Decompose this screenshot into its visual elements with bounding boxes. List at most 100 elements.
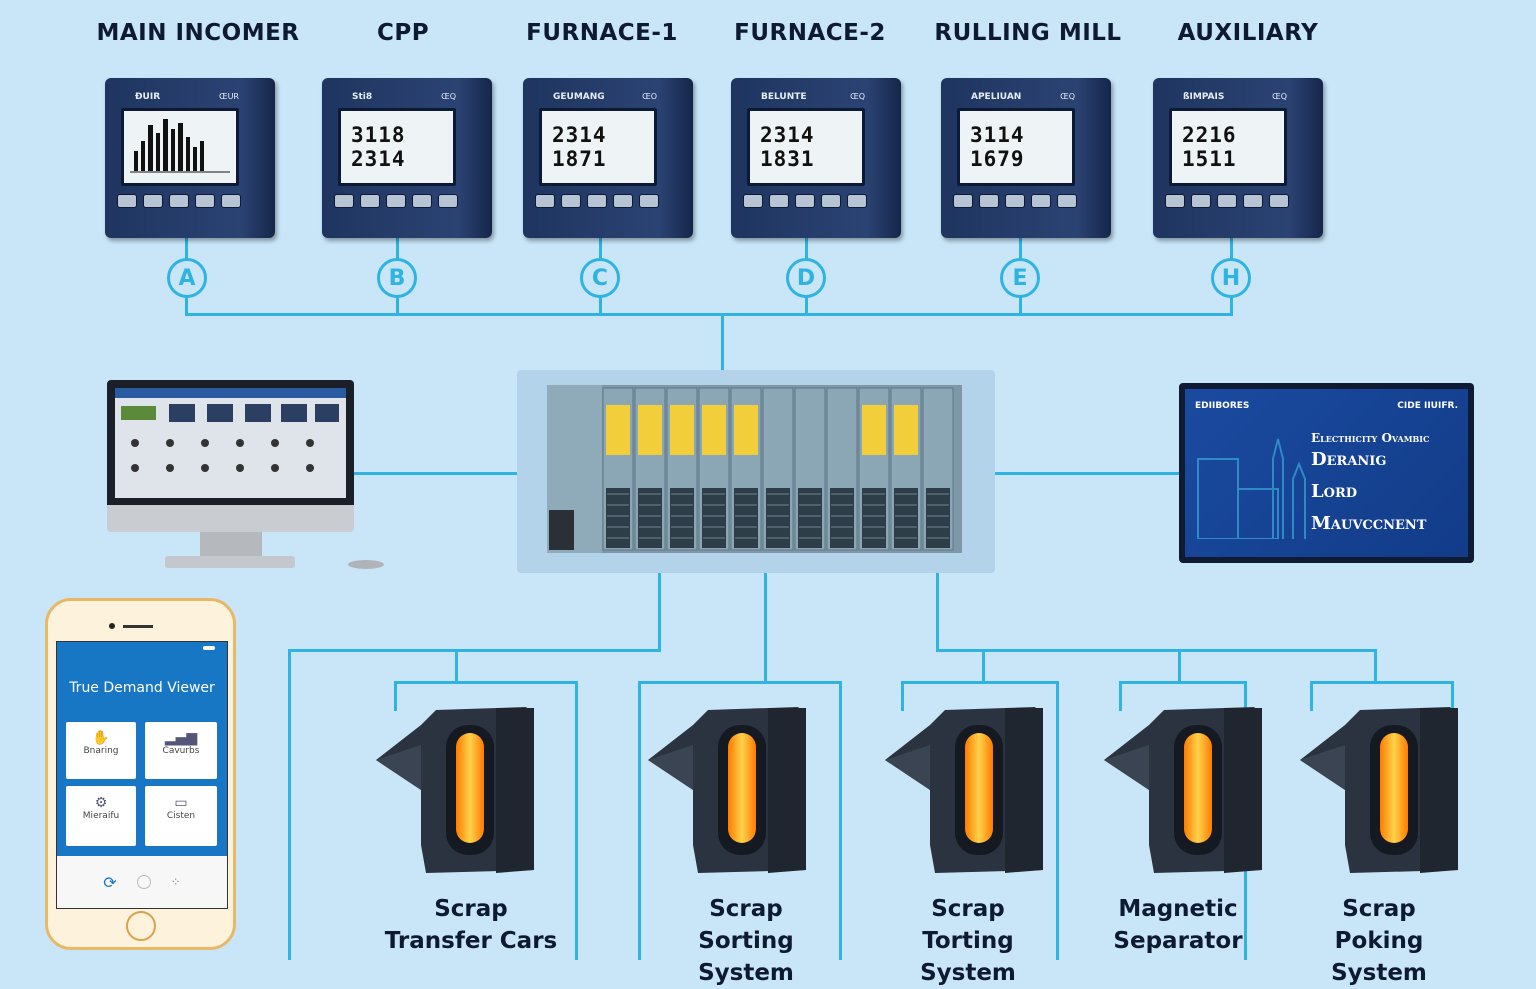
scrap-handling-unit (1104, 705, 1264, 875)
home-circle-icon[interactable] (136, 875, 151, 889)
connector (901, 681, 904, 711)
tile-label: Cavurbs (162, 746, 200, 756)
connector (1310, 681, 1454, 684)
heater-glow (1184, 733, 1212, 843)
system-label: Scrap Poking System (1331, 896, 1427, 986)
connector (575, 681, 578, 960)
io-module (858, 387, 890, 551)
io-module (666, 387, 698, 551)
bar-chart-display (121, 108, 239, 186)
io-module (634, 387, 666, 551)
connector (288, 649, 291, 960)
connector (1178, 649, 1181, 683)
monitor-chin (107, 505, 354, 532)
dots-grid-icon[interactable]: ⁘ (170, 875, 181, 889)
connector (1119, 681, 1247, 684)
app-tile-mieraifu[interactable]: ⚙Mieraifu (66, 786, 136, 846)
connector (288, 649, 661, 652)
scrap-handling-unit (376, 705, 536, 875)
io-module (922, 387, 954, 551)
connector (936, 649, 1377, 652)
io-module (890, 387, 922, 551)
meter-title: MAIN INCOMER (96, 20, 300, 46)
connector (995, 472, 1181, 475)
connector (638, 681, 841, 684)
hand-icon: ✋ (92, 730, 110, 746)
mouse[interactable] (348, 560, 384, 569)
app-tile-cavurbs[interactable]: ▂▄▆Cavurbs (145, 722, 217, 779)
reading-secondary: 1679 (970, 147, 1025, 171)
scrap-handling-unit (885, 705, 1045, 875)
reading-primary: 3114 (970, 123, 1025, 147)
io-module (762, 387, 794, 551)
plc-controller (517, 370, 995, 573)
node-label-e: E (1000, 258, 1040, 298)
io-module (826, 387, 858, 551)
connector (1119, 681, 1122, 711)
connector (721, 313, 724, 371)
monitor-stand (200, 532, 262, 557)
dashboard-display: EDIIBORES CIDE IIUIFR. Electhicity Ovamb… (1179, 383, 1474, 563)
home-button[interactable] (126, 911, 156, 941)
tile-label: Mieraifu (82, 811, 120, 821)
reading-primary: 3118 (351, 123, 406, 147)
meter-title: AUXILIARY (1177, 20, 1319, 46)
reading-primary: 2314 (760, 123, 815, 147)
connector (839, 681, 842, 960)
connector (1056, 681, 1059, 960)
camera (109, 623, 115, 629)
plc-rack (547, 385, 962, 553)
connector (1374, 649, 1377, 683)
connector (982, 649, 985, 683)
app-tile-cisten[interactable]: ▭Cisten (145, 786, 217, 846)
connector (1310, 681, 1313, 711)
dashboard-line-2: Deranig (1311, 449, 1387, 470)
meter-bus (185, 313, 1233, 316)
app-tile-bnaring[interactable]: ✋Bnaring (66, 722, 136, 779)
system-label: Scrap Torting System (920, 896, 1016, 986)
connector (455, 649, 458, 683)
io-module (698, 387, 730, 551)
scrap-handling-unit (648, 705, 808, 875)
scada-screen (115, 388, 346, 498)
heater-glow (456, 733, 484, 843)
monitor-base (165, 556, 295, 568)
connector (394, 681, 397, 711)
card-icon: ▭ (174, 795, 188, 811)
refresh-icon[interactable]: ⟳ (103, 872, 117, 892)
node-label-d: D (786, 258, 826, 298)
system-label: Scrap Sorting System (698, 896, 794, 986)
speaker (123, 625, 153, 628)
connector (394, 681, 578, 684)
smartphone: True Demand Viewer ✋Bnaring ▂▄▆Cavurbs ⚙… (45, 598, 236, 950)
reading-secondary: 2314 (351, 147, 406, 171)
heater-glow (728, 733, 756, 843)
hmi-monitor (107, 380, 354, 505)
meter-title: FURNACE-2 (734, 20, 886, 46)
system-label: Scrap Transfer Cars (384, 896, 558, 954)
node-label-a: A (167, 258, 207, 298)
reading-secondary: 1511 (1182, 147, 1237, 171)
reading-primary: 2314 (552, 123, 607, 147)
app-title: True Demand Viewer (69, 680, 215, 696)
factory-skyline-graphic (1197, 438, 1306, 539)
connector (638, 681, 641, 960)
meter-title: RULLING MILL (934, 20, 1122, 46)
reading-secondary: 1831 (760, 147, 815, 171)
device-icon: ⚙ (94, 795, 108, 811)
meter-title: FURNACE-1 (526, 20, 678, 46)
heater-glow (1380, 733, 1408, 843)
connector (901, 681, 1059, 684)
dashboard-corner-right: CIDE IIUIFR. (1397, 401, 1458, 411)
connector (764, 573, 767, 683)
reading-primary: 2216 (1182, 123, 1237, 147)
meter-title: CPP (376, 20, 430, 46)
dashboard-line-4: Mauvccnent (1311, 513, 1427, 534)
reading-secondary: 1871 (552, 147, 607, 171)
